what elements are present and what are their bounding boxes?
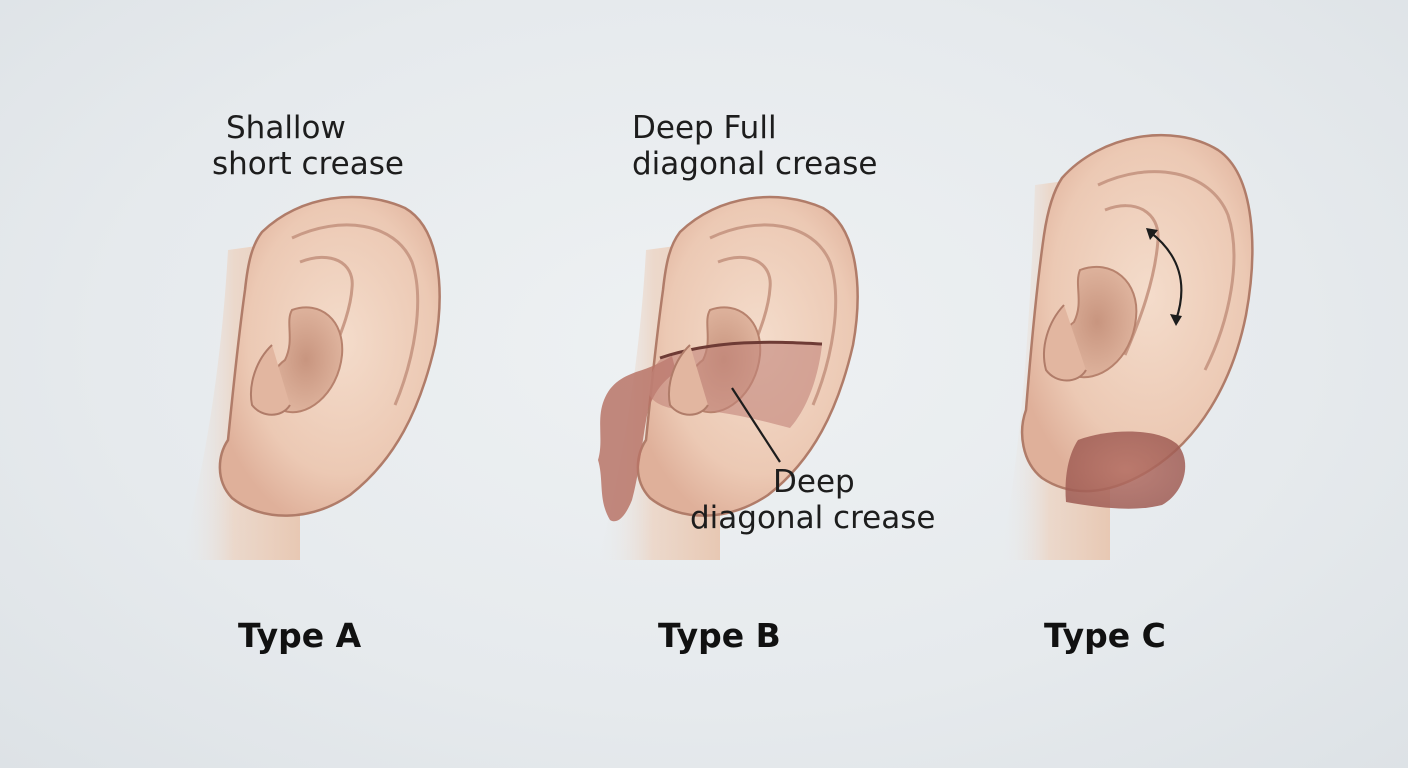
type-label-c: Type C <box>1044 616 1166 655</box>
annotation-b-line1: Deep Full <box>632 110 777 146</box>
annotation-a-line2: short crease <box>212 146 404 182</box>
pointer-annotation-b-line2: diagonal crease <box>690 500 936 536</box>
helix-fold-a <box>291 223 420 406</box>
ear-type-b <box>598 195 859 560</box>
annotation-a-line1: Shallow <box>226 110 346 146</box>
diagonal-crease-line-b <box>659 340 823 360</box>
helix-fold-b <box>709 223 838 406</box>
earlobe-crease-blob-c <box>1065 431 1186 509</box>
crease-band-jagged-b <box>598 356 676 522</box>
helix-fold-c <box>1097 170 1236 371</box>
double-arrow-c <box>1149 231 1183 321</box>
type-label-b: Type B <box>658 616 781 655</box>
tragus-b <box>668 344 709 416</box>
arrowhead-top-c <box>1146 228 1158 240</box>
arrowhead-bottom-c <box>1170 314 1182 326</box>
annotation-b-line2: diagonal crease <box>632 146 878 182</box>
ear-type-a <box>180 195 441 560</box>
tragus-a <box>250 344 291 416</box>
pointer-annotation-b-line1: Deep <box>773 464 855 500</box>
tragus-c <box>1043 304 1087 382</box>
concha-a <box>268 306 344 414</box>
pointer-line-b <box>731 387 781 463</box>
type-label-a: Type A <box>238 616 362 655</box>
ear-type-c <box>1000 133 1254 560</box>
